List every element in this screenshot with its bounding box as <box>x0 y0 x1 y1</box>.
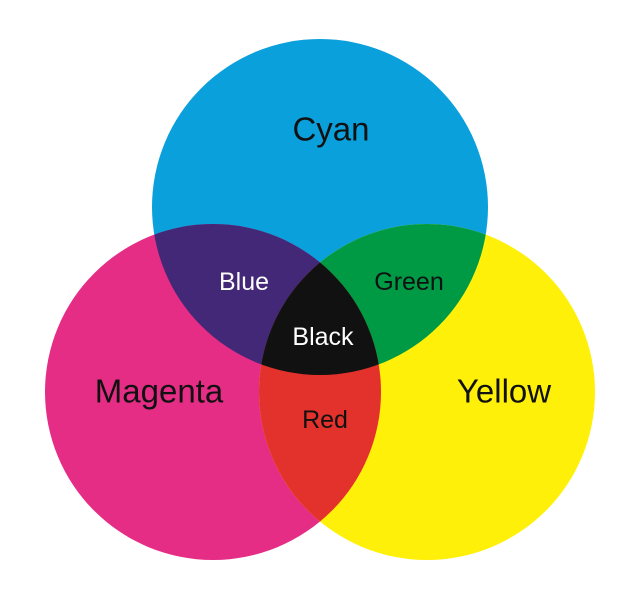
black-overlap <box>259 224 381 375</box>
yellow-label: Yellow <box>457 373 551 410</box>
black-label: Black <box>292 323 354 351</box>
blue-label: Blue <box>219 268 269 296</box>
green-label: Green <box>374 268 443 296</box>
red-label: Red <box>302 406 348 434</box>
cyan-label: Cyan <box>292 111 369 148</box>
magenta-label: Magenta <box>95 373 224 410</box>
